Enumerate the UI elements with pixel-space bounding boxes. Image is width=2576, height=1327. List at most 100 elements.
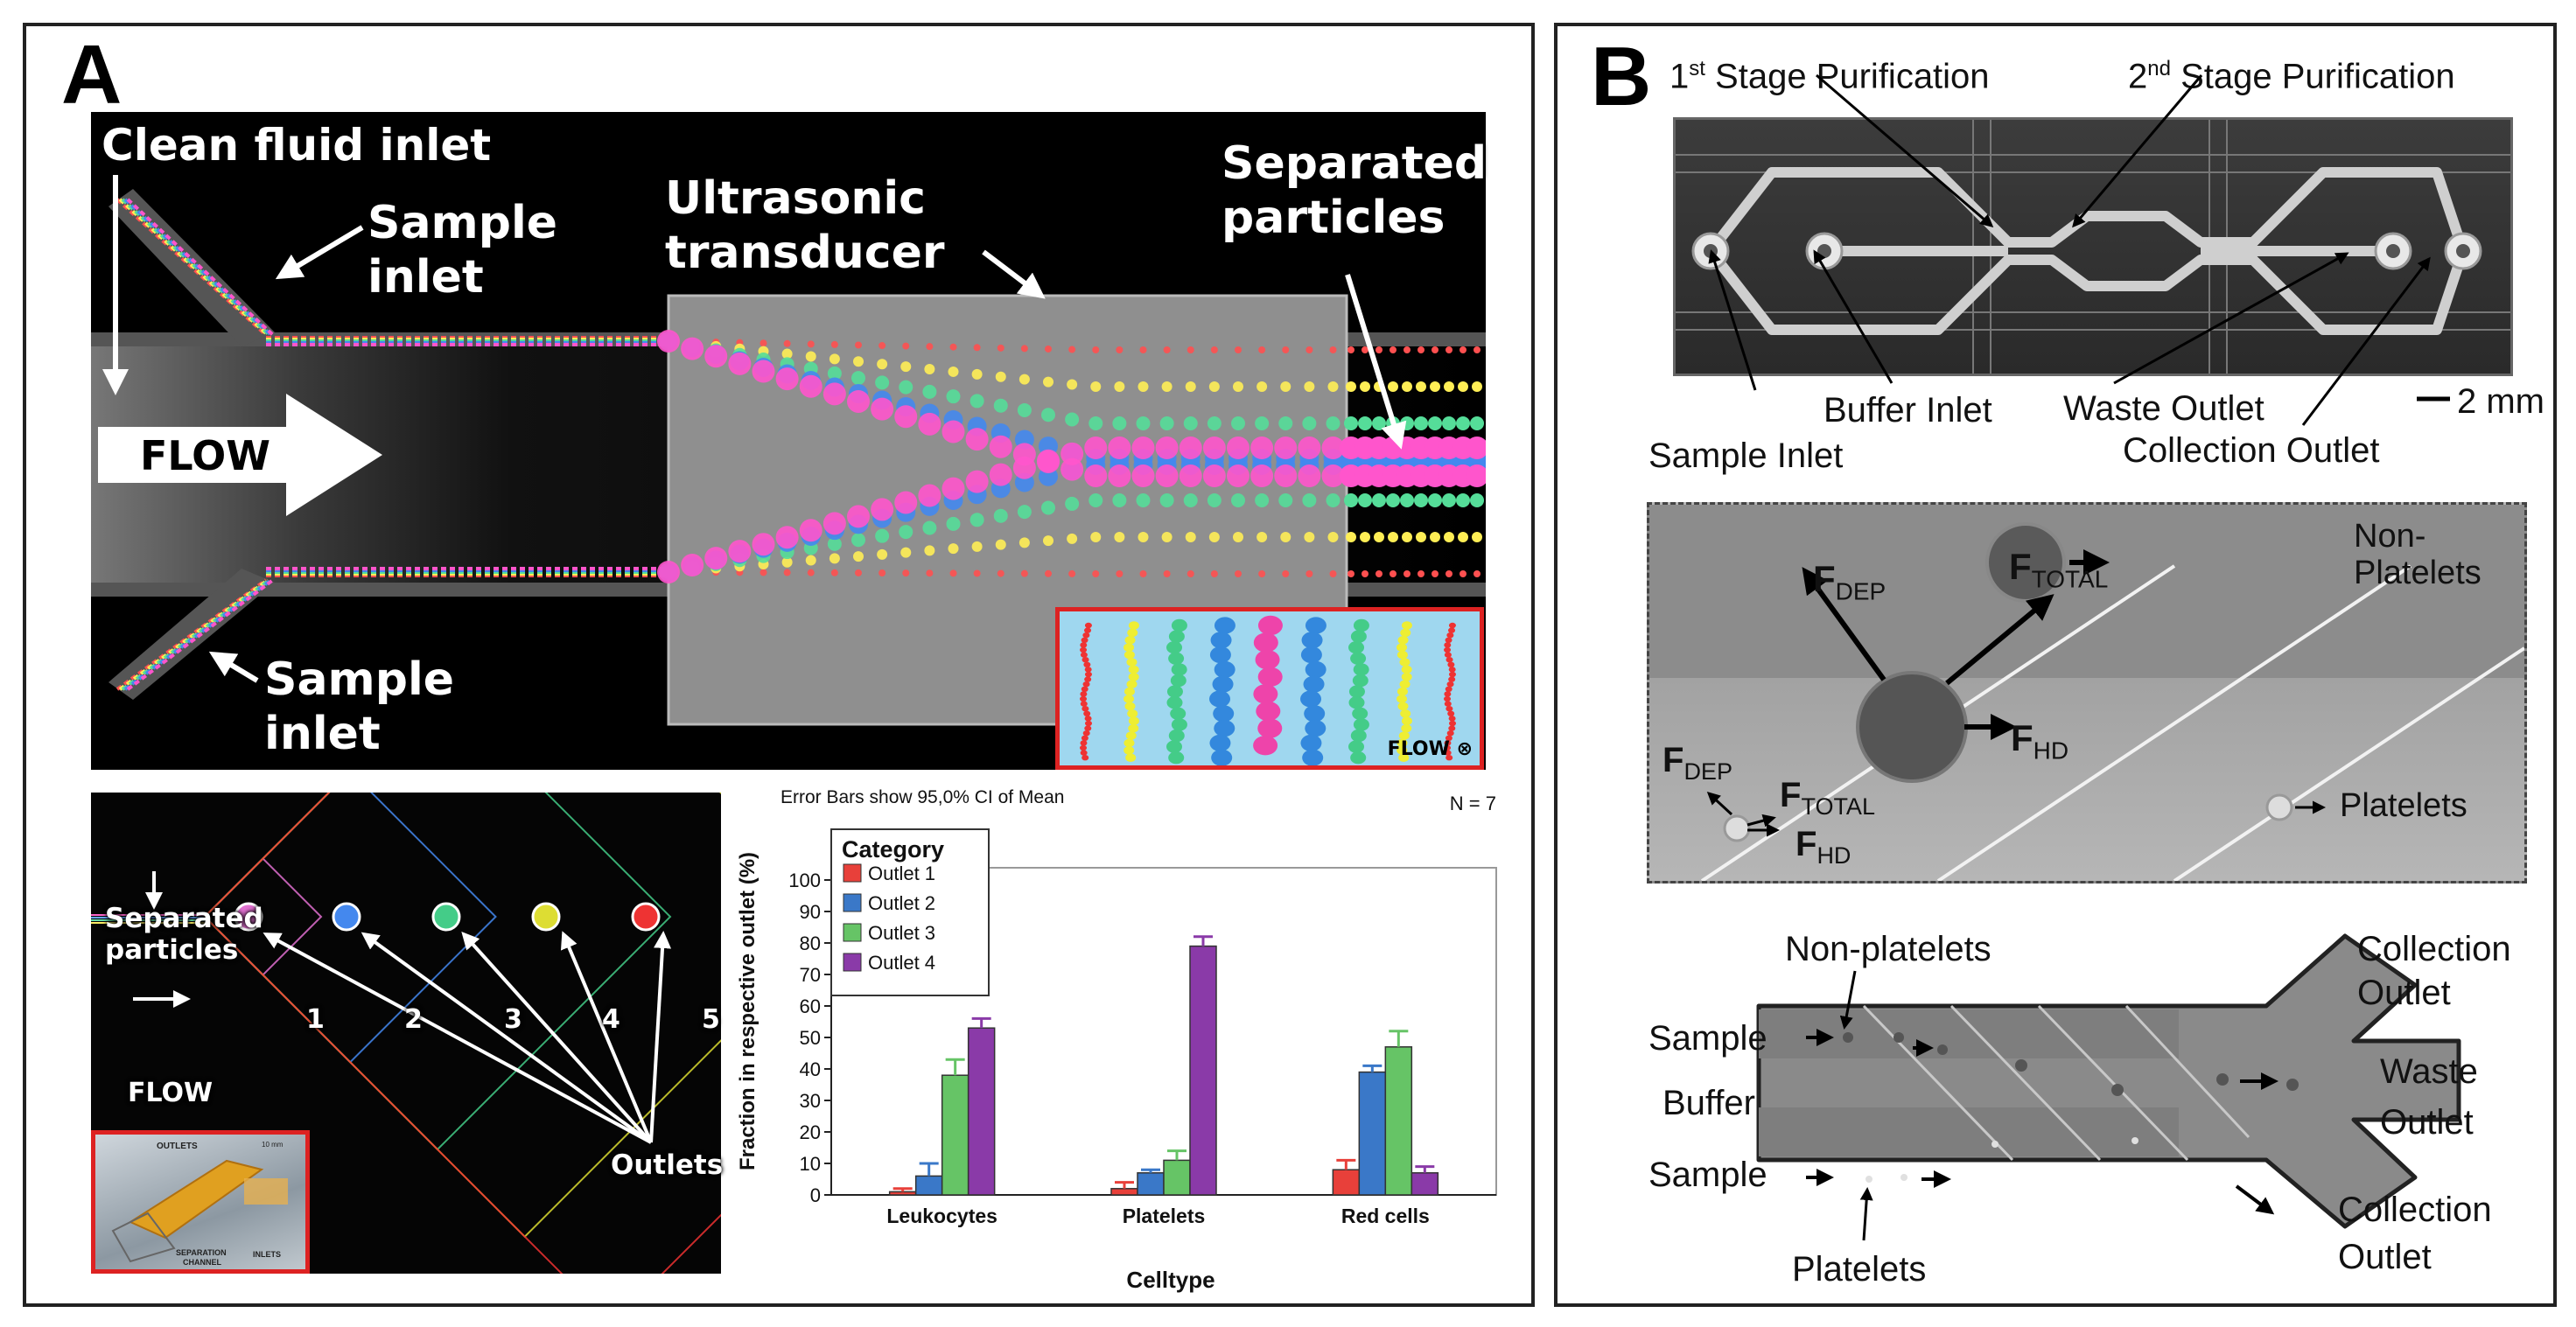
error-bar [1141, 1168, 1160, 1173]
fhd-large-label: FHD [2011, 717, 2069, 765]
photo-inlets-label: INLETS [253, 1250, 281, 1259]
legend-item-label: Outlet 3 [868, 922, 935, 944]
flow-arrow-icon [98, 394, 382, 516]
waste-outlet-channel-label-2: Outlet [2380, 1103, 2474, 1142]
waste-outlet-label: Waste Outlet [2063, 389, 2264, 428]
band-inset-graphic [1080, 615, 1456, 765]
error-bar [1115, 1181, 1134, 1189]
outlet-number-3: 3 [504, 1004, 522, 1035]
bar [1358, 1071, 1387, 1196]
sample-inlet-bottom-label-2: inlet [264, 708, 381, 760]
collection-outlet-top-label-2: Outlet [2357, 974, 2451, 1012]
legend-item-label: Outlet 1 [868, 863, 935, 884]
bar [888, 1191, 917, 1196]
error-bar [892, 1187, 913, 1192]
fdep-large-sub: DEP [1835, 577, 1886, 605]
force-diagram-graphic [1700, 522, 2524, 881]
y-tick-label: 0 [810, 1184, 821, 1206]
y-tick-label: 100 [788, 870, 821, 891]
non-platelets-channel-label: Non-platelets [1785, 930, 1992, 968]
stage1-sup: st [1689, 57, 1705, 80]
sample-inlet-top-label-2: inlet [368, 251, 484, 304]
bar [1189, 945, 1217, 1196]
force-diagram [1647, 502, 2527, 884]
buffer-channel-label: Buffer [1662, 1084, 1755, 1122]
chart-error-note: Error Bars show 95,0% CI of Mean [780, 787, 1064, 807]
y-tick-label: 80 [800, 932, 821, 954]
non-platelets-force-label-2: Platelets [2354, 555, 2482, 591]
device-pointers [1708, 73, 2450, 426]
ultrasonic-label-1: Ultrasonic [665, 172, 926, 225]
band-inset: FLOW ⊗ [1055, 607, 1484, 770]
stage2-label: 2nd Stage Purification [2128, 58, 2455, 94]
acoustic-separator-diagram: FLOW ⊗ [91, 112, 1486, 770]
error-bar [919, 1162, 939, 1177]
ftotal-large-label: FTOTAL [2009, 546, 2109, 593]
sample-inlet-bottom-label-1: Sample [264, 653, 455, 706]
stage1-text: Stage Purification [1704, 57, 1990, 96]
y-tick-label: 20 [800, 1121, 821, 1143]
y-tick-label: 40 [800, 1058, 821, 1080]
bar [1384, 1046, 1413, 1196]
platelets-force-label: Platelets [2340, 787, 2468, 824]
chip-separated-label-1: Separated [105, 903, 263, 934]
ftotal-small-label: FTOTAL [1780, 777, 1875, 819]
sample-top-channel-label: Sample [1648, 1019, 1768, 1058]
error-bar [945, 1058, 965, 1076]
sample-inlet-label: Sample Inlet [1648, 437, 1844, 475]
scale-bar-label: 2 mm [2457, 382, 2544, 421]
y-tick-label: 10 [800, 1153, 821, 1175]
fdep-small-base: F [1662, 741, 1684, 779]
sorting-channel-schematic [1756, 933, 2461, 1241]
error-bar [1167, 1149, 1186, 1161]
fdep-large-label: FDEP [1813, 559, 1886, 605]
fhd-large-base: F [2011, 717, 2034, 758]
chart-x-axis-label: Celltype [1126, 1267, 1214, 1293]
stage2-sup: nd [2147, 57, 2171, 80]
ultrasonic-label-2: transducer [665, 227, 945, 279]
flow-label: FLOW [140, 432, 270, 479]
bar [967, 1027, 996, 1196]
ftotal-large-base: F [2009, 546, 2032, 587]
legend-swatch [843, 863, 862, 883]
bar [1410, 1172, 1439, 1196]
photo-scale-label: 10 mm [262, 1141, 284, 1149]
outlet-fraction-chart: Error Bars show 95,0% CI of Mean N = 7 F… [736, 787, 1497, 1293]
collection-outlet-top-label-1: Collection [2357, 930, 2511, 968]
chip-photo-graphic: OUTLETS 10 mm SEPARATION CHANNEL INLETS [111, 1141, 288, 1267]
fdep-small-sub: DEP [1684, 758, 1732, 785]
collection-outlet-bottom-label-2: Outlet [2338, 1238, 2432, 1276]
legend-item-label: Outlet 2 [868, 892, 935, 914]
outlet-number-4: 4 [602, 1004, 620, 1035]
platelets-channel-label: Platelets [1792, 1250, 1927, 1289]
sample-inlet-top-label-1: Sample [368, 197, 558, 249]
non-platelets-force-label-1: Non- [2354, 518, 2426, 555]
outlet-number-1: 1 [306, 1004, 325, 1035]
error-bar [1194, 935, 1213, 946]
chip-outlets-label: Outlets [611, 1149, 724, 1181]
error-bar [1362, 1064, 1382, 1072]
sample-bottom-channel-label: Sample [1648, 1156, 1768, 1194]
outlet-number-2: 2 [404, 1004, 423, 1035]
outlet-chip-diagram: OUTLETS 10 mm SEPARATION CHANNEL INLETS [91, 793, 721, 1274]
y-tick-label: 70 [800, 964, 821, 986]
fhd-large-sub: HD [2033, 737, 2069, 765]
x-tick-label: Red cells [1341, 1205, 1430, 1227]
bar [1163, 1159, 1191, 1196]
legend-swatch [843, 953, 862, 972]
fhd-small-sub: HD [1816, 842, 1852, 869]
bar [1332, 1169, 1361, 1196]
ftotal-large-sub: TOTAL [2031, 565, 2109, 593]
bar [1137, 1172, 1165, 1196]
photo-separation-label-1: SEPARATION [176, 1248, 227, 1257]
chart-y-axis-label: Fraction in respective outlet (%) [736, 852, 760, 1170]
y-tick-label: 90 [800, 901, 821, 923]
stage2-text: Stage Purification [2170, 57, 2455, 96]
y-tick-label: 50 [800, 1027, 821, 1049]
outlet-number-5: 5 [702, 1004, 720, 1035]
collection-outlet-label: Collection Outlet [2123, 431, 2380, 470]
chart-n-label: N = 7 [1450, 793, 1496, 814]
legend-swatch [843, 923, 862, 942]
error-bar [1336, 1158, 1356, 1170]
